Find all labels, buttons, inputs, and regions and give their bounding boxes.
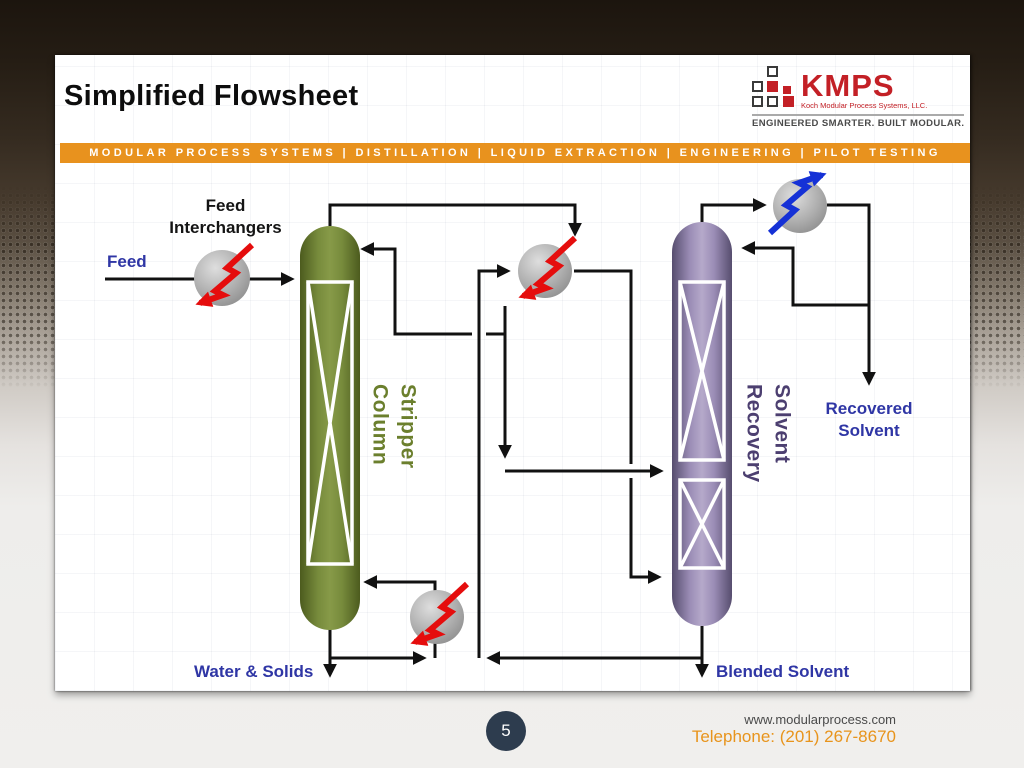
reboiler-exchanger-icon: [410, 581, 470, 646]
logo-brand-text: KMPS: [801, 68, 895, 103]
feed-interchanger-icon: [194, 242, 255, 307]
water-solids-label: Water & Solids: [194, 662, 314, 681]
solvent-recovery-label: Solvent Recovery: [742, 384, 794, 483]
condenser-icon: [767, 171, 827, 236]
feed-stream-label: Feed: [107, 252, 147, 271]
services-banner: MODULAR PROCESS SYSTEMS | DISTILLATION |…: [60, 143, 970, 163]
logo-company-text: Koch Modular Process Systems, LLC.: [801, 101, 928, 110]
overhead-interchanger-icon: [518, 235, 578, 300]
recycle-riser-line: [477, 264, 511, 658]
page-title: Simplified Flowsheet: [64, 80, 359, 112]
hx2-outlet-line-b: [629, 478, 662, 584]
phone-text: Telephone: (201) 267-8670: [691, 727, 896, 746]
process-lines: [105, 198, 876, 678]
logo-tagline: ENGINEERED SMARTER. BUILT MODULAR.: [752, 114, 964, 129]
page-number-badge: 5: [486, 711, 526, 751]
condenser-outlet-line: [827, 203, 876, 386]
website-text: www.modularprocess.com: [744, 712, 896, 727]
stripper-overhead-line: [328, 203, 582, 237]
stripper-column-label: Stripper Column: [368, 384, 420, 469]
kmps-logo-squares-icon: [752, 66, 796, 110]
recovery-reflux-line: [741, 241, 869, 307]
solvent-recovery-column-vessel: [672, 222, 732, 626]
heat-exchangers: [194, 171, 827, 646]
recovered-solvent-label: Recovered Solvent: [825, 399, 913, 441]
hx2-outlet-line-a: [574, 269, 633, 464]
feed-interchangers-label: Feed Interchangers: [169, 196, 282, 237]
recovery-overhead-line: [700, 198, 767, 224]
stripper-reflux-line-b: [360, 242, 472, 336]
kmps-logo: KMPS Koch Modular Process Systems, LLC. …: [752, 66, 964, 129]
stripper-column-vessel: [300, 226, 360, 630]
blended-solvent-label: Blended Solvent: [716, 662, 850, 681]
